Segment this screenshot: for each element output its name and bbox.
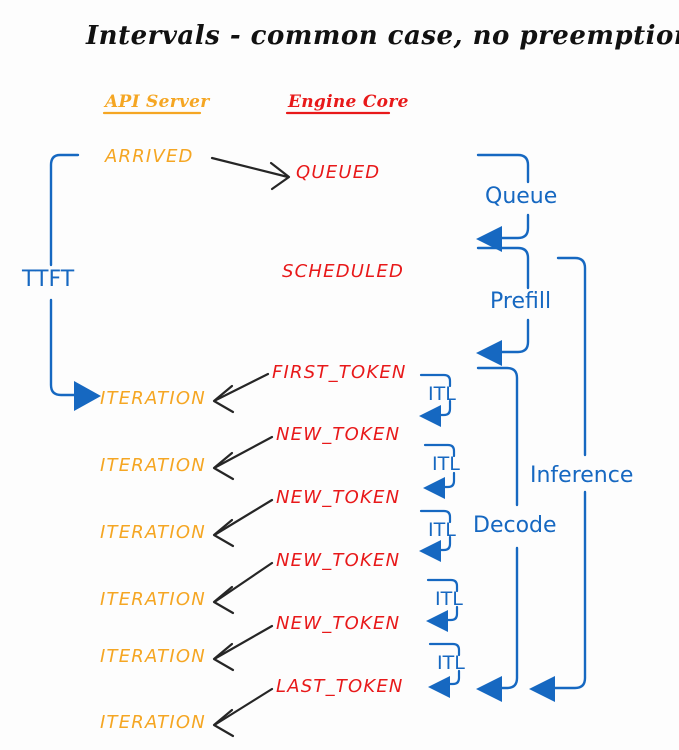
state-new-token-3: NEW_TOKEN [276,550,400,571]
bracket-itl-1 [419,373,452,427]
bracket-itl-3 [419,509,452,562]
prefill-arrowhead [476,340,502,366]
label-prefill: Prefill [490,289,551,314]
label-queue: Queue [485,184,557,209]
queue-arrowhead [476,226,502,252]
label-itl-3: ITL [428,519,456,541]
state-iteration-2: ITERATION [100,455,206,476]
bracket-itl-2 [423,443,456,499]
arrow-new-token-2-to-iteration [212,498,274,548]
page-title: Intervals - common case, no preemptions [85,21,679,51]
bracket-ttft [49,153,101,411]
label-itl-5: ITL [437,652,465,674]
state-new-token-1: NEW_TOKEN [276,424,400,445]
decode-arrowhead [476,676,502,702]
itl-3-arrowhead [419,540,441,562]
state-iteration-4: ITERATION [100,589,206,610]
label-ttft: TTFT [21,267,75,292]
bracket-inference [529,256,587,702]
itl-5-arrowhead [428,676,450,698]
state-arrived: ARRIVED [104,146,194,167]
state-first-token: FIRST_TOKEN [272,362,407,383]
state-scheduled: SCHEDULED [282,261,404,282]
state-new-token-2: NEW_TOKEN [276,487,400,508]
itl-4-arrowhead [426,610,448,632]
inference-arrowhead [529,676,555,702]
bracket-decode [476,366,519,702]
arrow-new-token-4-to-iteration [212,624,274,672]
state-iteration-6: ITERATION [100,712,206,733]
label-itl-4: ITL [435,588,463,610]
ttft-arrowhead [74,381,101,411]
itl-2-arrowhead [423,477,445,499]
state-new-token-4: NEW_TOKEN [276,613,400,634]
arrow-new-token-3-to-iteration [212,561,274,615]
bracket-queue [476,153,530,252]
column-header-api-server: API Server [103,92,210,112]
state-iteration-5: ITERATION [100,646,206,667]
arrow-new-token-1-to-iteration [212,435,274,481]
label-itl-2: ITL [432,453,460,475]
column-header-engine-core: Engine Core [287,92,409,112]
state-iteration-3: ITERATION [100,522,206,543]
label-itl-1: ITL [428,383,456,405]
arrow-arrived-to-queued [210,156,291,191]
state-last-token: LAST_TOKEN [276,676,404,697]
state-iteration-1: ITERATION [100,388,206,409]
state-queued: QUEUED [296,162,380,183]
bracket-itl-4 [426,578,459,632]
arrow-last-token-to-iteration [212,687,274,738]
itl-1-arrowhead [419,405,441,427]
label-inference: Inference [530,463,633,488]
bracket-prefill [476,246,530,366]
bracket-itl-5 [428,642,461,698]
arrow-first-token-to-iteration [212,372,270,414]
label-decode: Decode [473,513,557,538]
